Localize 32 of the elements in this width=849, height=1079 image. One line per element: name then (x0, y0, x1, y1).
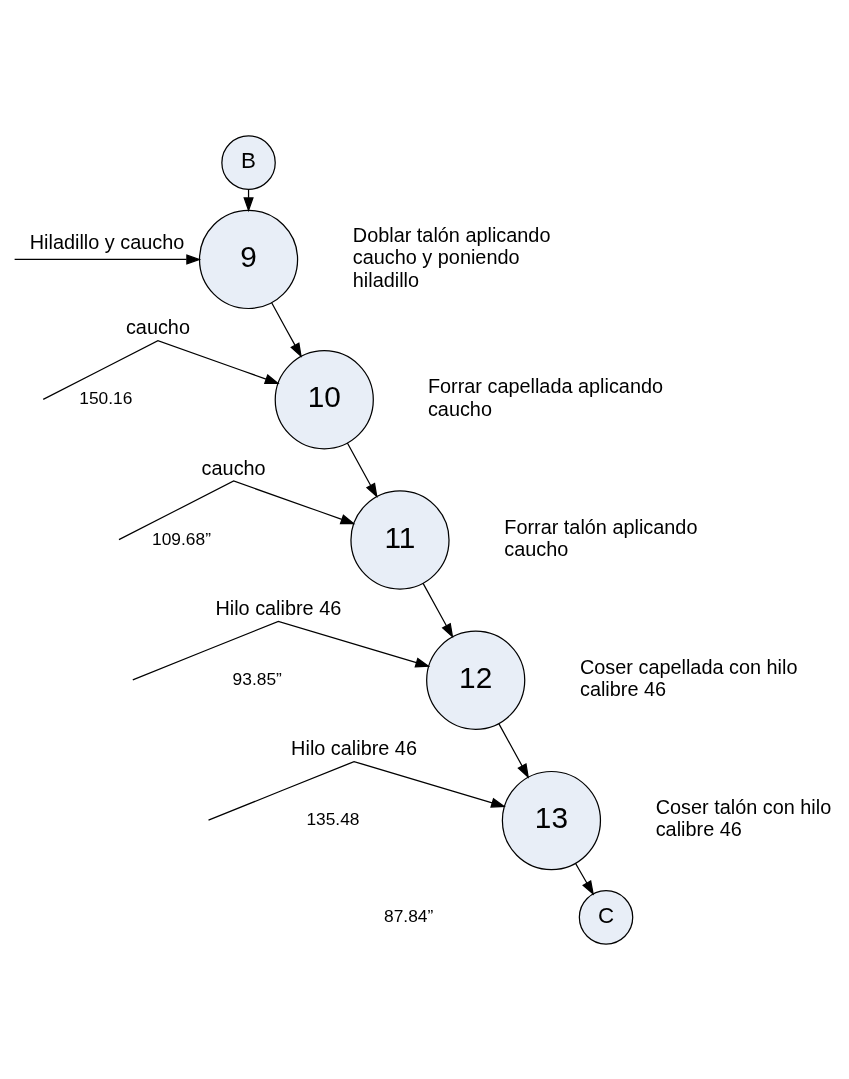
node-circle: 11 (350, 489, 450, 590)
node-circle: 12 (426, 630, 526, 730)
label: 87.84” (384, 905, 434, 926)
node-label: Coser capellada con hilo calibre 46 (579, 655, 798, 700)
label: 135.48 (306, 808, 360, 829)
arrow (118, 479, 356, 540)
node-label: Forrar talón aplicando caucho (504, 515, 698, 560)
label: 150.16 (79, 387, 133, 408)
edge-label: caucho (201, 456, 266, 479)
arrow (14, 253, 202, 265)
node-circle: 9 (198, 209, 299, 309)
node-label: Doblar talón aplicando caucho y poniendo hiladillo (352, 223, 551, 291)
edge-label: caucho (125, 315, 190, 338)
arrow (42, 339, 280, 400)
arrow (132, 620, 431, 680)
arrow (574, 862, 595, 895)
node-circle: C (578, 889, 634, 945)
label: 93.85” (232, 668, 282, 689)
arrow (346, 441, 378, 498)
arrow (207, 760, 506, 821)
node-label: Forrar capellada aplicando caucho (427, 374, 664, 420)
edge-label: Hilo calibre 46 (215, 596, 342, 619)
arrow (271, 301, 302, 358)
edge-label: Hiladillo y caucho (29, 230, 185, 253)
edge-label: Hilo calibre 46 (291, 736, 417, 759)
node-circle: 10 (274, 349, 374, 449)
node-circle: 13 (501, 770, 602, 870)
label: 109.68” (152, 528, 211, 549)
arrow (498, 722, 530, 779)
arrow (422, 582, 454, 638)
node-label: Coser talón con hilo calibre 46 (655, 795, 832, 840)
node-circle: B (221, 134, 276, 190)
